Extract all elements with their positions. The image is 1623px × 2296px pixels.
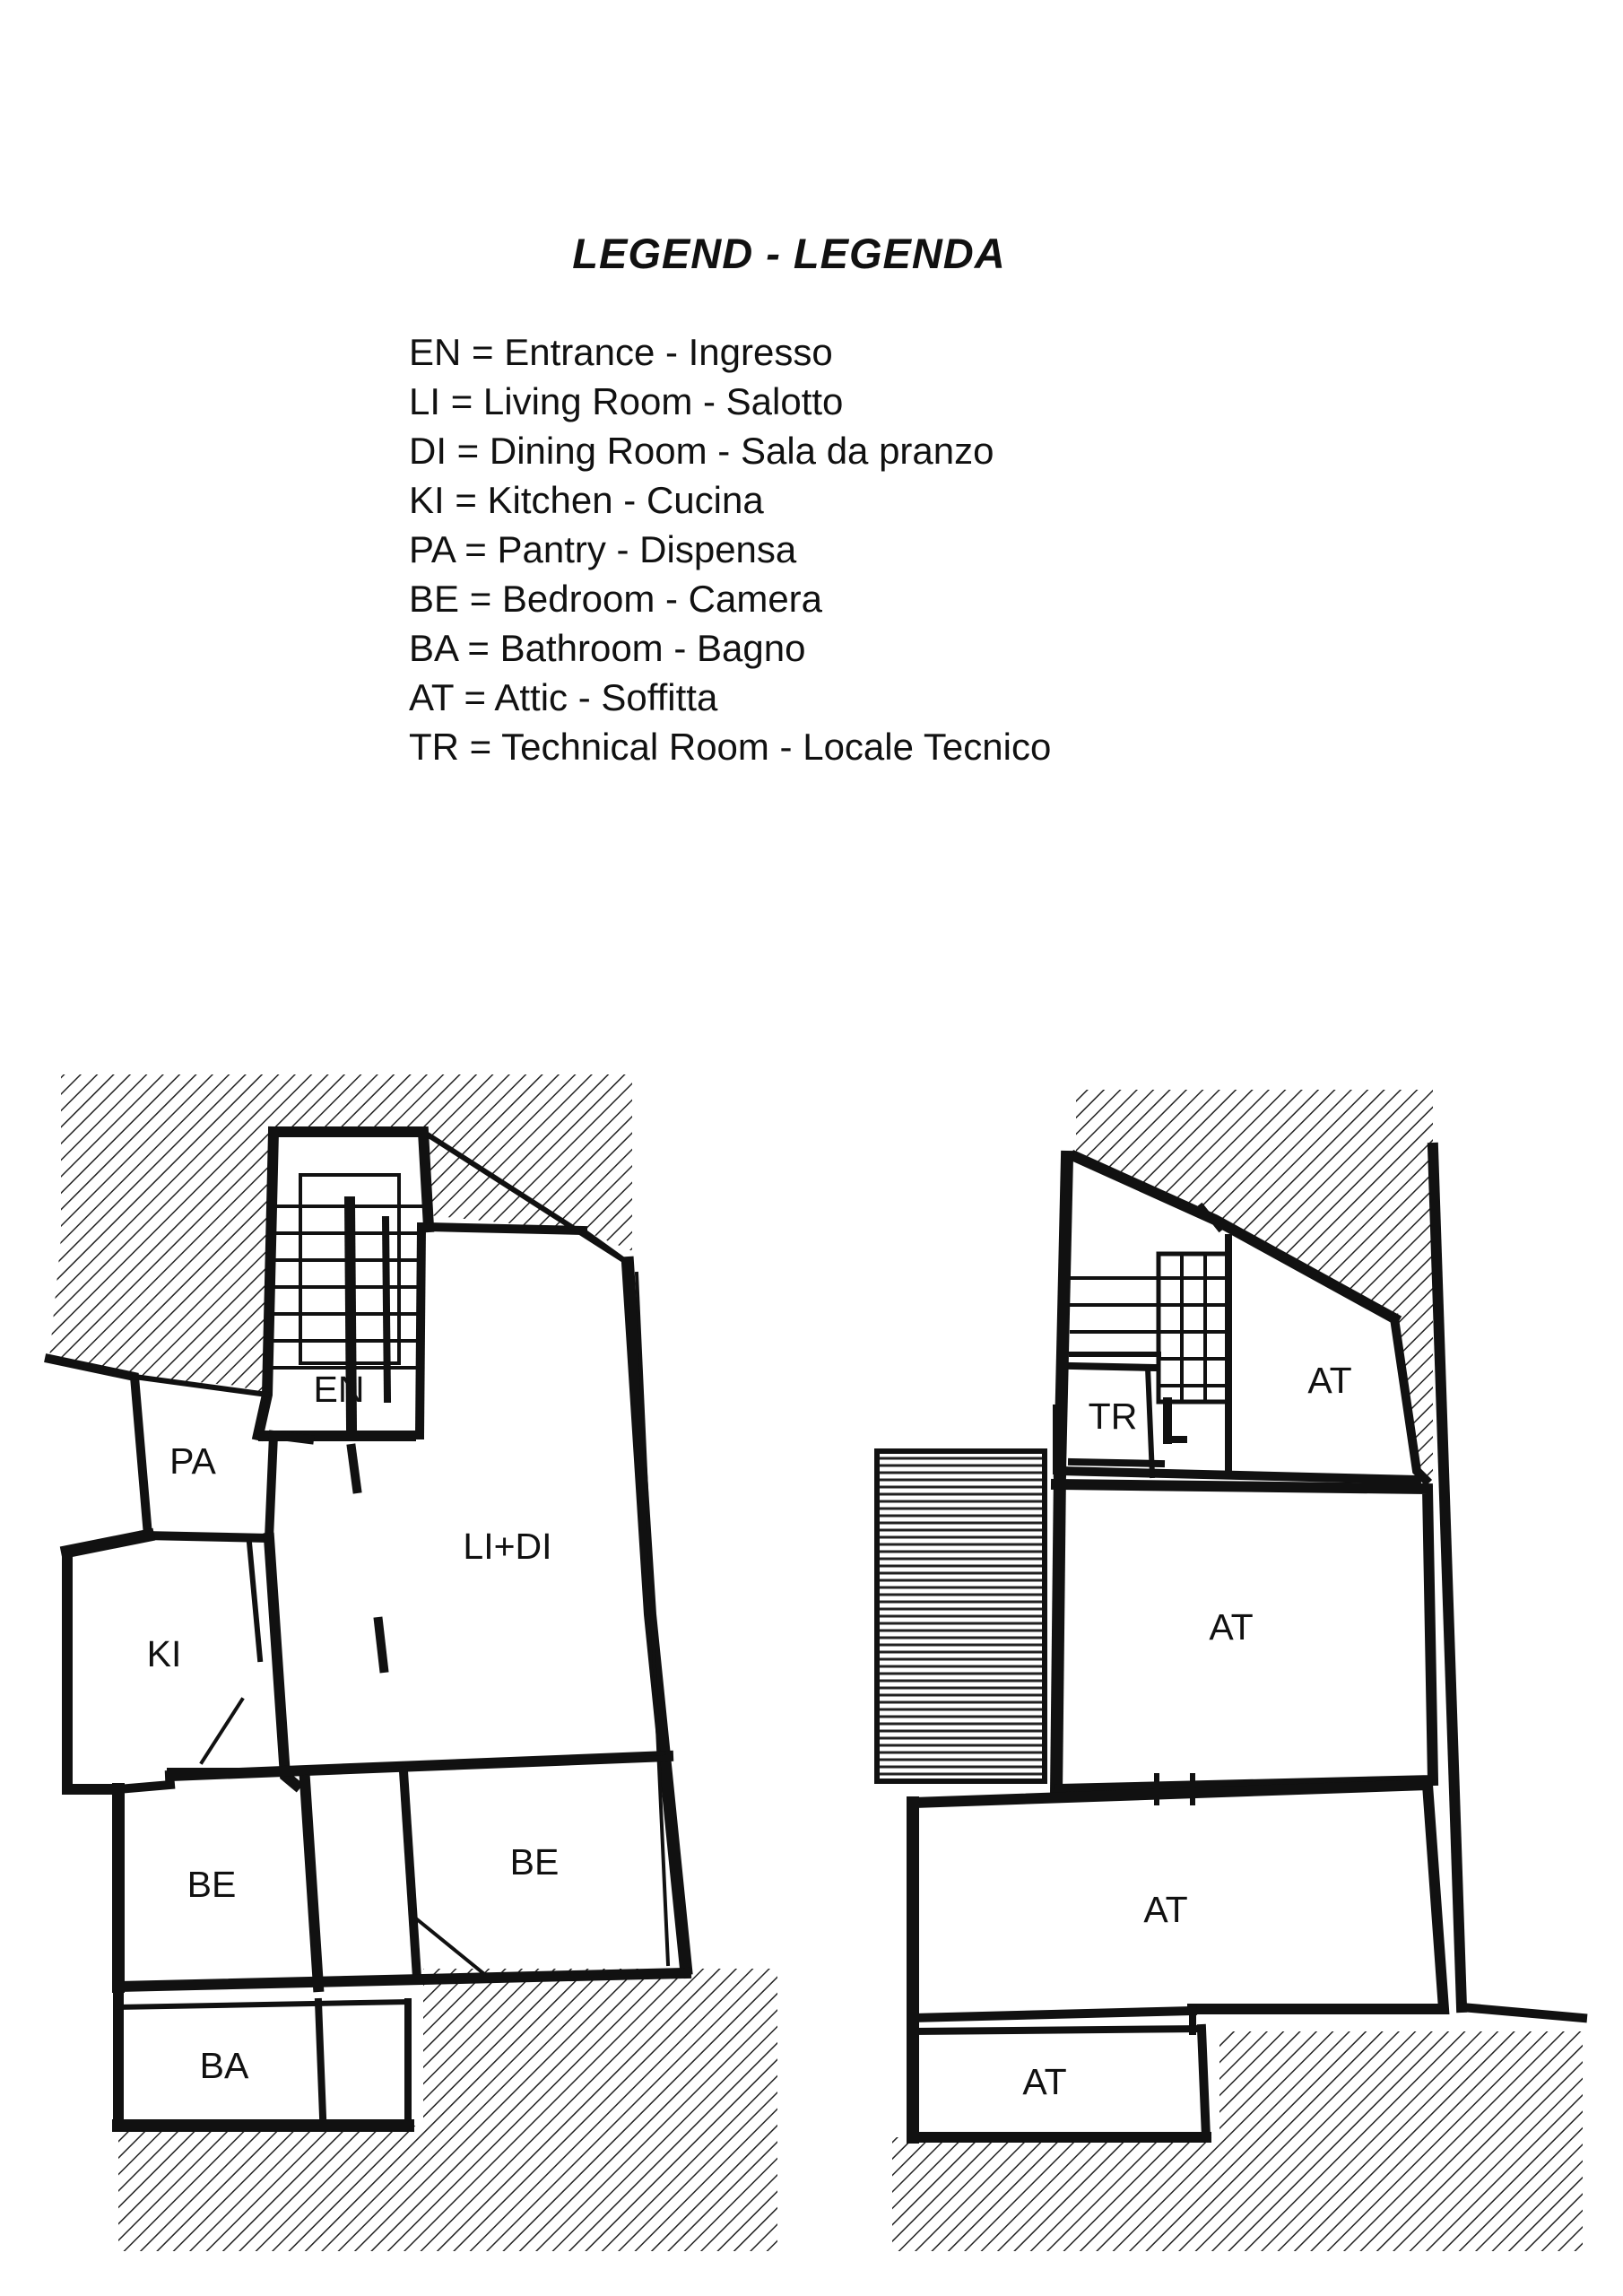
ground-floor-plan: EN PA LI+DI KI BE BE BA [44,1074,777,2251]
legend-entry-bathroom: BA = Bathroom - Bagno [409,627,806,669]
legend-entry-kitchen: KI = Kitchen - Cucina [409,479,764,521]
legend-entry-technical-room: TR = Technical Room - Locale Tecnico [409,726,1052,768]
legend-entry-entrance: EN = Entrance - Ingresso [409,331,833,373]
attic-floor-walls [907,1142,1588,2144]
attic-floor-plan: TR AT AT AT AT [874,1090,1588,2251]
legend-entry-attic: AT = Attic - Soffitta [409,676,718,718]
attic-terrace-lines [874,1448,1047,1784]
hatched-area-bottom-left [118,2126,428,2251]
legend-entry-living-room: LI = Living Room - Salotto [409,380,844,422]
room-label-entrance: EN [314,1369,365,1410]
legend-entry-bedroom: BE = Bedroom - Camera [409,578,823,620]
legend-entry-dining-room: DI = Dining Room - Sala da pranzo [409,430,994,472]
legend-entry-pantry: PA = Pantry - Dispensa [409,528,797,570]
room-label-kitchen: KI [147,1633,182,1674]
room-label-attic-large: AT [1143,1889,1187,1930]
ground-floor-walls [44,1126,693,2132]
attic-hatched-bottom-left [892,2137,1224,2251]
room-label-pantry: PA [169,1440,216,1482]
room-label-attic-small: AT [1022,2061,1066,2102]
room-label-technical-room: TR [1089,1396,1138,1437]
room-label-attic-top: AT [1307,1360,1351,1401]
hatched-area-bottom-right [423,1969,777,2251]
room-label-bedroom-left: BE [187,1864,237,1905]
legend-list: EN = Entrance - Ingresso LI = Living Roo… [409,327,1051,771]
hatched-area-top-left [49,1074,632,1395]
room-label-attic-middle: AT [1209,1606,1253,1648]
attic-hatched-bottom-right [1219,2031,1583,2251]
room-label-bathroom: BA [200,2045,249,2086]
attic-interior [906,1157,1583,2137]
room-label-living-dining: LI+DI [463,1526,551,1567]
room-label-bedroom-right: BE [510,1841,560,1883]
legend-title: LEGEND - LEGENDA [572,230,1006,277]
